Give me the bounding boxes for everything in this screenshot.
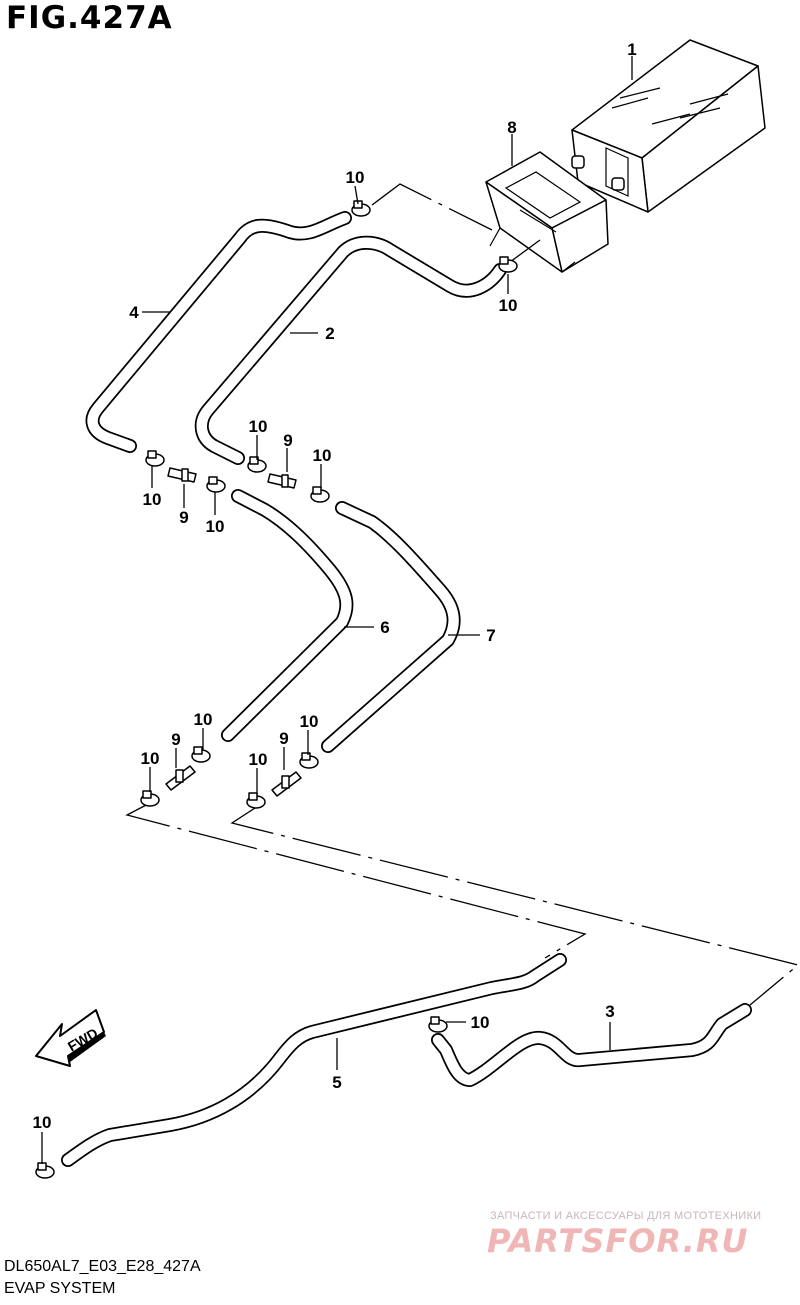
callout-10: 10 <box>249 750 268 769</box>
watermark-brand: PARTSFOR.RU <box>487 1222 749 1260</box>
joint-icon <box>271 771 302 797</box>
clamp-icon <box>498 256 518 273</box>
connection-lines <box>125 183 800 1006</box>
clamp-icon <box>145 450 165 467</box>
callout-10: 10 <box>143 490 162 509</box>
callout-1: 1 <box>627 40 636 59</box>
callout-10: 10 <box>499 296 518 315</box>
callout-3: 3 <box>605 1002 614 1021</box>
clamp-icon <box>351 200 371 217</box>
callout-4: 4 <box>129 303 139 322</box>
callout-5: 5 <box>332 1073 341 1092</box>
callout-labels: 1 8 4 2 6 7 5 3 10 10 10 9 10 10 9 10 10… <box>33 40 637 1132</box>
callout-6: 6 <box>380 618 389 637</box>
callout-9: 9 <box>283 431 292 450</box>
joint-icon <box>165 765 196 791</box>
joint-icon <box>167 467 197 483</box>
clamp-icon <box>246 792 266 809</box>
figure-title: FIG.427A <box>6 0 173 36</box>
fwd-arrow-icon: FWD <box>35 1009 106 1067</box>
watermark-tagline: ЗАПЧАСТИ И АКСЕССУАРЫ ДЛЯ МОТОТЕХНИКИ <box>490 1210 762 1222</box>
callout-8: 8 <box>507 118 516 137</box>
callout-10: 10 <box>141 749 160 768</box>
clamp-icon <box>140 790 160 807</box>
bracket-part-8 <box>485 151 609 273</box>
clamp-icon <box>206 476 226 493</box>
hose-part-7 <box>321 501 461 753</box>
model-code: DL650AL7_E03_E28_427A <box>4 1258 201 1275</box>
callout-10: 10 <box>471 1013 490 1032</box>
callout-9: 9 <box>279 729 288 748</box>
callout-10: 10 <box>300 712 319 731</box>
callout-10: 10 <box>313 446 332 465</box>
callout-10: 10 <box>346 168 365 187</box>
callout-10: 10 <box>33 1113 52 1132</box>
clamp-icon <box>310 486 330 503</box>
hose-part-5 <box>61 953 567 1167</box>
clamp-icon <box>428 1016 448 1033</box>
leader-lines <box>41 56 633 1164</box>
hose-part-4 <box>85 211 352 453</box>
callout-10: 10 <box>249 417 268 436</box>
callout-7: 7 <box>486 626 495 645</box>
callout-10: 10 <box>206 517 225 536</box>
callout-9: 9 <box>171 730 180 749</box>
clamp-icon <box>35 1162 55 1179</box>
callout-9: 9 <box>179 508 188 527</box>
hose-part-2 <box>194 235 507 465</box>
hose-part-6 <box>221 489 354 742</box>
clamp-icon <box>191 746 211 763</box>
hose-part-3 <box>431 1003 752 1087</box>
section-name: EVAP SYSTEM <box>4 1280 116 1297</box>
canister-part-1 <box>571 39 766 213</box>
joint-icon <box>267 473 297 489</box>
clamp-icon <box>299 752 319 769</box>
callout-2: 2 <box>325 324 334 343</box>
callout-10: 10 <box>194 710 213 729</box>
